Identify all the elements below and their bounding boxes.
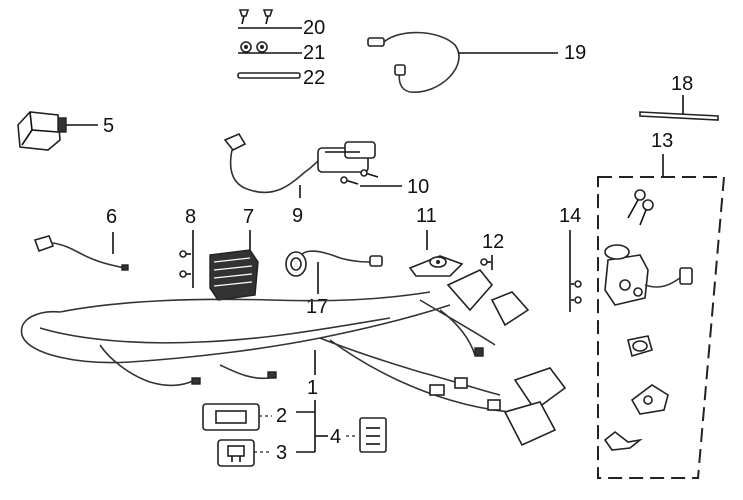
key-set-group-box xyxy=(597,176,726,479)
callout-13: 13 xyxy=(651,130,673,152)
part-22-strip[interactable] xyxy=(237,72,301,79)
callout-3: 3 xyxy=(276,442,287,464)
callout-18: 18 xyxy=(671,73,693,95)
callout-22: 22 xyxy=(303,67,325,89)
callout-17: 17 xyxy=(306,296,328,318)
callout-9: 9 xyxy=(292,205,303,227)
part-8-screws[interactable] xyxy=(179,250,191,278)
part-10-screws[interactable] xyxy=(340,169,379,185)
callout-5: 5 xyxy=(103,115,114,137)
part-18-strap[interactable] xyxy=(639,111,719,121)
callout-2: 2 xyxy=(276,405,287,427)
part-7-regulator[interactable] xyxy=(209,249,259,301)
part-19-lead-wire[interactable] xyxy=(367,31,460,93)
callout-8: 8 xyxy=(185,206,196,228)
callout-12: 12 xyxy=(482,231,504,253)
callout-11: 11 xyxy=(416,205,437,227)
part-9-ignition-coil[interactable] xyxy=(223,132,376,194)
part-5-relay[interactable] xyxy=(17,111,67,151)
key-set-parts[interactable] xyxy=(603,189,693,451)
part-4-connector[interactable] xyxy=(359,417,387,453)
callout-14: 14 xyxy=(559,205,581,227)
callout-20: 20 xyxy=(303,17,325,39)
part-14-screws[interactable] xyxy=(571,280,582,304)
part-2-connector[interactable] xyxy=(202,403,260,431)
callout-6: 6 xyxy=(106,206,117,228)
part-11-switch[interactable] xyxy=(408,255,464,277)
callout-7: 7 xyxy=(243,206,254,228)
part-6-switch[interactable] xyxy=(33,235,129,271)
part-1-wire-harness[interactable] xyxy=(20,269,567,447)
callout-19: 19 xyxy=(564,42,586,64)
part-17-sensor[interactable] xyxy=(285,250,383,277)
part-12-screw[interactable] xyxy=(480,258,491,266)
callout-21: 21 xyxy=(303,42,325,64)
callout-4: 4 xyxy=(330,426,341,448)
part-20-screws[interactable] xyxy=(238,9,274,25)
callout-1: 1 xyxy=(307,377,318,399)
part-21-washers[interactable] xyxy=(240,41,268,53)
callout-10: 10 xyxy=(407,176,429,198)
part-3-connector[interactable] xyxy=(217,439,255,467)
